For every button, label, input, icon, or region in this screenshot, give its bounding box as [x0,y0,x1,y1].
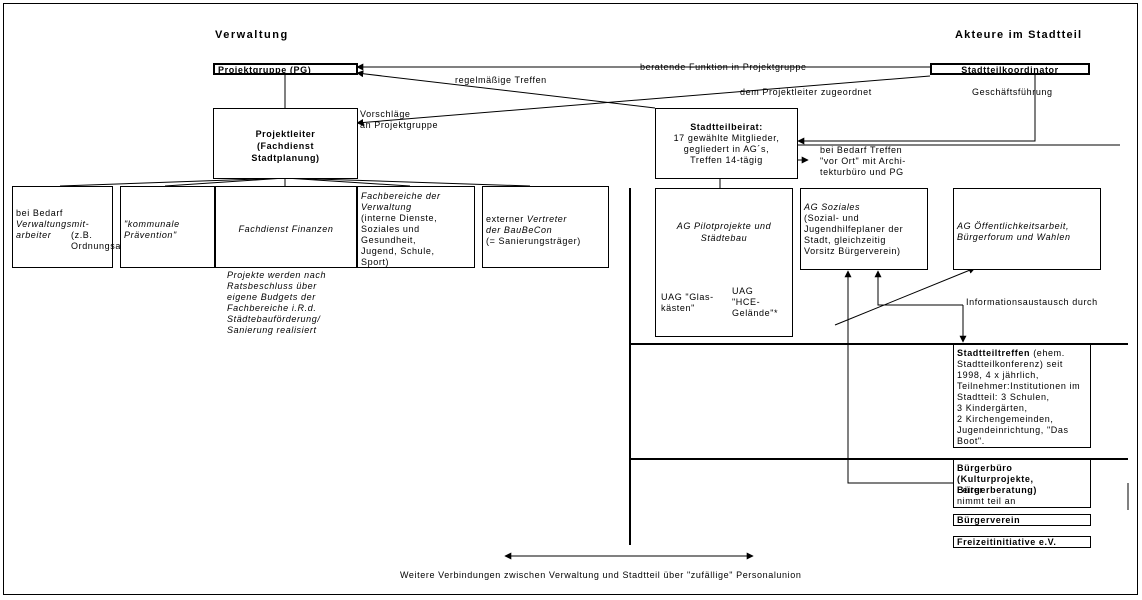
bei-bedarf-box: bei Bedarf Verwaltungsmit- arbeiter (z.B… [12,186,135,268]
ag-oeffentlichkeit-box: AG Öffentlichkeitsarbeit, Bürgerforum un… [953,188,1101,270]
informationsaustausch-label: Informationsaustausch durch [966,297,1098,307]
beratende-label: beratende Funktion in Projektgruppe [640,62,807,72]
freizeitinitiative-label: Freizeitinitiative e.V. [957,537,1057,547]
ag-soziales-box: AG Soziales (Sozial- und Jugendhilfeplan… [800,188,928,270]
fachbereiche-label-1: Fachbereiche der Verwaltung [361,191,441,212]
diagram-frame [3,3,1138,595]
projektgruppe-box: Projektgruppe (PG) [213,63,358,75]
ag-oeffentlichkeit-label: AG Öffentlichkeitsarbeit, Bürgerforum un… [957,221,1071,242]
projekte-note: Projekte werden nach Ratsbeschluss über … [227,270,327,335]
bei-bedarf-label-1: bei Bedarf [16,208,64,218]
kommunale-label: "kommunale Prävention" [124,219,180,240]
stadtteiltreffen-body: (ehem. Stadtteilkonferenz) seit 1998, 4 … [957,348,1081,446]
zugeordnet-arrow [356,75,931,126]
bei-bedarf-label-3: (z.B. Ordnungsamt) [71,230,136,251]
projektleiter-box: Projektleiter (Fachdienst Stadtplanung) [213,108,358,179]
geschaeftsfuehrung-arrow [797,74,1036,145]
bei-bedarf-treffen-label: bei Bedarf Treffen "vor Ort" mit Archi- … [820,145,906,177]
uag-glas-label: UAG "Glas- kästen" [661,292,714,313]
buergerbuero-body: Leiter nimmt teil an [957,485,1016,506]
stadtteilkoordinator-label: Stadtteilkoordinator [961,65,1059,75]
buergerverein-label: Bürgerverein [957,515,1021,525]
geschaeftsfuehrung-label: Geschäftsführung [972,87,1053,97]
externer-label-2: Vertreter der BauBeCon [486,214,567,235]
stadtteilbeirat-title: Stadtteilbeirat: [690,122,763,132]
personalunion-label: Weitere Verbindungen zwischen Verwaltung… [400,570,802,580]
finanzen-label: Fachdienst Finanzen [238,224,334,234]
ag-soziales-body: (Sozial- und Jugendhilfeplaner der Stadt… [804,213,904,256]
kommunale-box: "kommunale Prävention" [120,186,215,268]
buergerbuero-arrow [844,270,953,484]
bei-bedarf-label-2: Verwaltungsmit- arbeiter [16,219,90,240]
buergerbuero-box: Bürgerbüro (Kulturprojekte, Bürgerberatu… [953,459,1091,508]
zugeordnet-label: dem Projektleiter zugeordnet [740,87,872,97]
projektgruppe-label: Projektgruppe (PG) [218,65,312,75]
fachbereiche-label-2: (interne Dienste, Soziales und Gesundhei… [361,213,438,267]
vorschlaege-label: Vorschläge an Projektgruppe [360,109,439,130]
externer-label-1: externer [486,214,527,224]
finanzen-box: Fachdienst Finanzen [215,186,357,268]
ag-soziales-title: AG Soziales [804,202,861,212]
stadtteilbeirat-body: 17 gewählte Mitglieder, gegliedert in AG… [673,133,780,165]
buergerverein-box: Bürgerverein [953,514,1091,526]
externer-box: externer Vertreter der BauBeCon (= Sanie… [482,186,609,268]
header-akteure: Akteure im Stadtteil [955,29,1083,41]
info-arrow-soziales [874,270,963,306]
stadtteiltreffen-title: Stadtteiltreffen [957,348,1031,358]
externer-label-3: (= Sanierungsträger) [486,236,581,246]
fachbereiche-box: Fachbereiche der Verwaltung (interne Die… [357,186,475,268]
buergerbuero-title: Bürgerbüro (Kulturprojekte, Bürgerberatu… [957,463,1038,495]
header-verwaltung: Verwaltung [215,29,289,41]
stadtteilkoordinator-box: Stadtteilkoordinator [930,63,1090,75]
info-arrow-oeffentlichkeit [834,267,976,326]
ag-pilot-box: AG Pilotprojekte und Städtebau UAG "Glas… [655,188,793,337]
regelmaessige-label: regelmäßige Treffen [455,75,547,85]
ag-pilot-label: AG Pilotprojekte und Städtebau [676,221,772,243]
projektleiter-label: Projektleiter (Fachdienst Stadtplanung) [251,129,320,163]
freizeitinitiative-box: Freizeitinitiative e.V. [953,536,1091,548]
stadtteilbeirat-box: Stadtteilbeirat: 17 gewählte Mitglieder,… [655,108,798,179]
uag-hce-label: UAG "HCE- Gelände"* [732,286,779,318]
stadtteiltreffen-box: Stadtteiltreffen (ehem. Stadtteilkonfere… [953,344,1091,448]
